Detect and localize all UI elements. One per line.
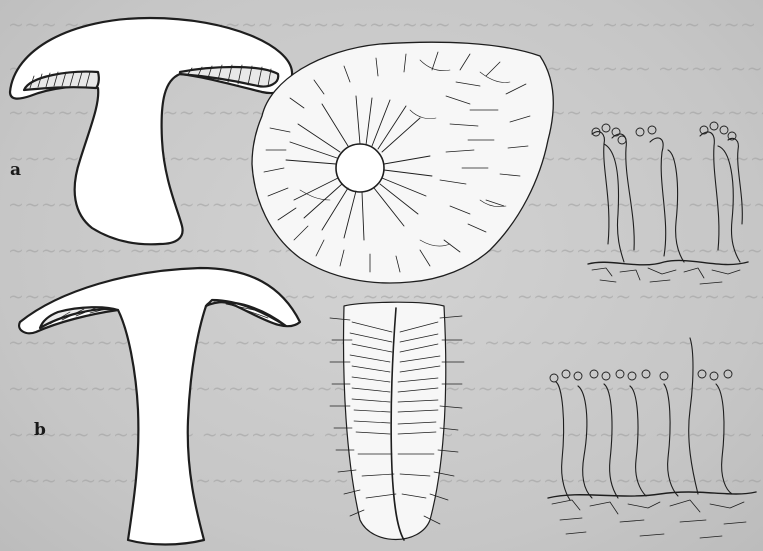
- basidia-illustration-lower: [548, 338, 756, 538]
- mushroom-b-illustration: [19, 268, 300, 545]
- lamella-section-illustration: [330, 302, 464, 540]
- panel-label-b: b: [34, 420, 46, 440]
- hymenophore-section-illustration: [252, 42, 553, 283]
- panel-label-a: a: [10, 160, 21, 180]
- mushroom-a-illustration: [10, 18, 292, 244]
- basidia-illustration-upper: [588, 122, 748, 284]
